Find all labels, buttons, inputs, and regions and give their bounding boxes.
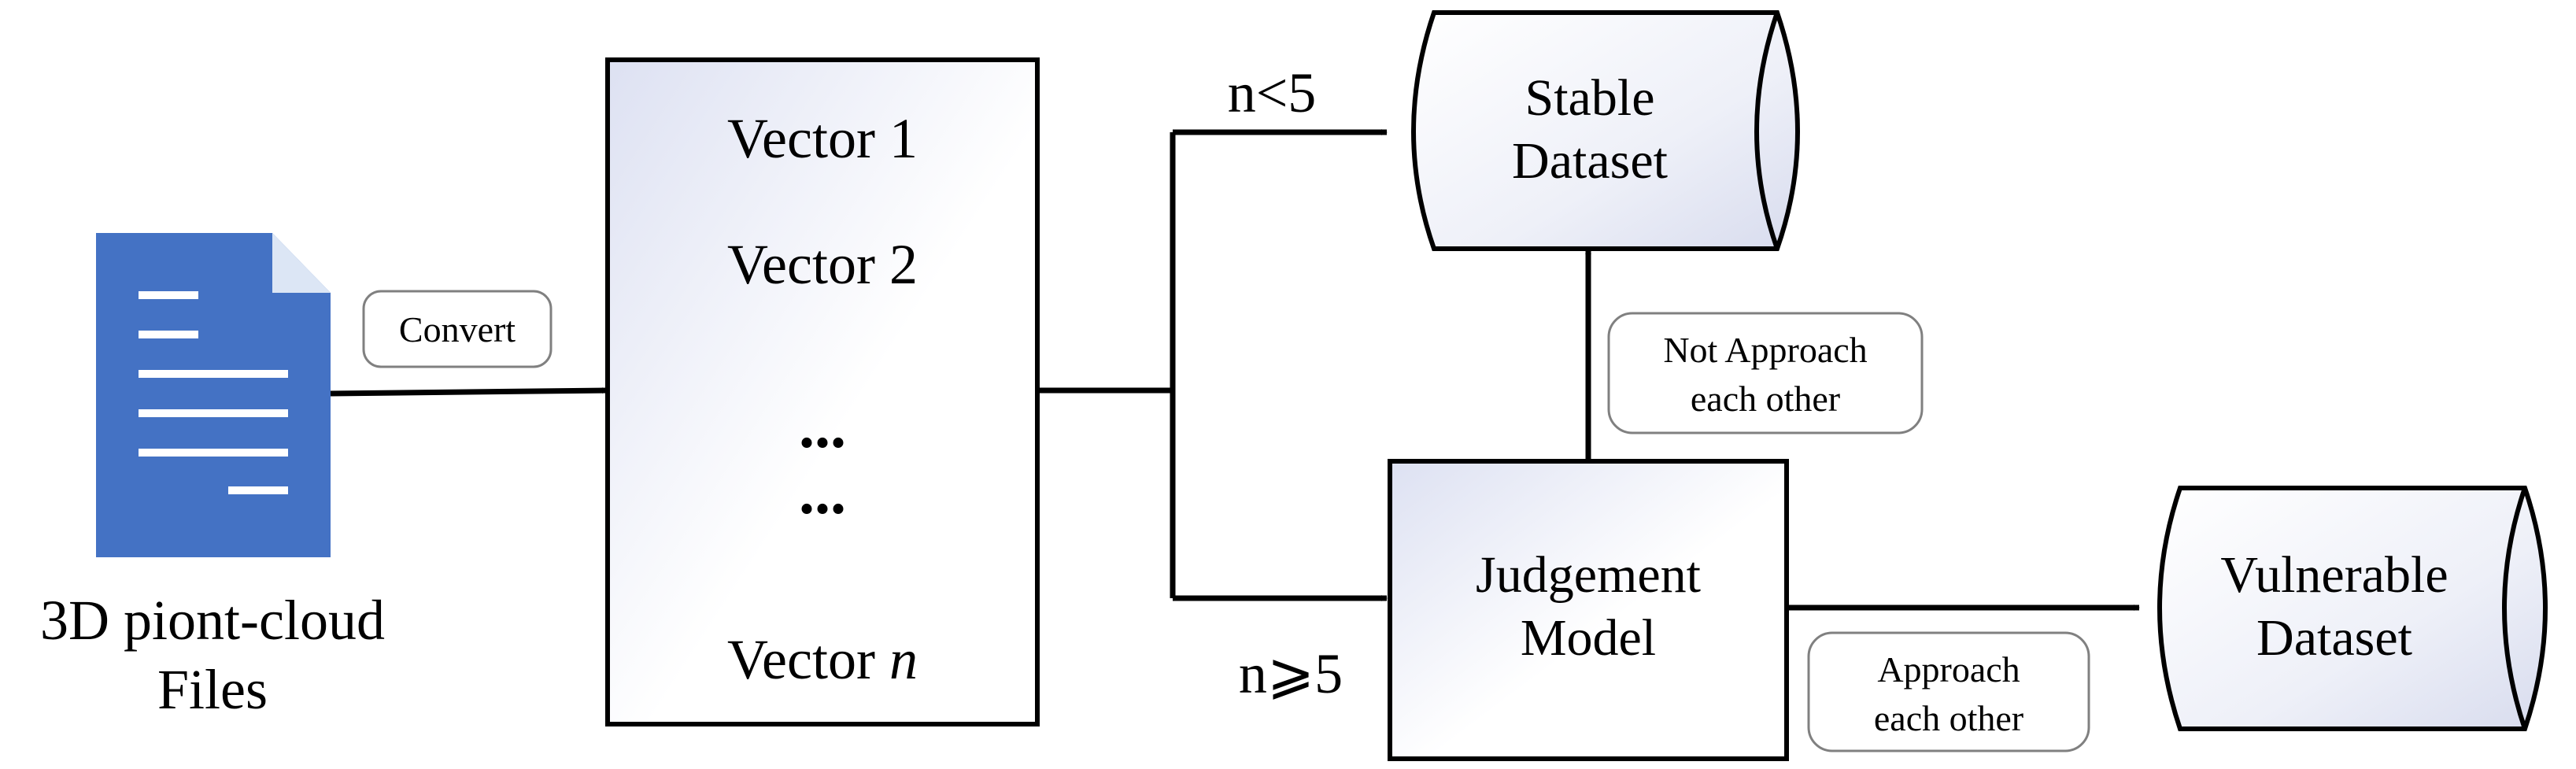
- file-label-line2: Files: [157, 658, 268, 721]
- document-icon: [96, 233, 331, 557]
- stable-dataset-line1: Stable: [1525, 69, 1655, 127]
- stable-dataset-line2: Dataset: [1512, 132, 1668, 190]
- not-approach-line2: each other: [1691, 379, 1840, 419]
- convert-tag: Convert: [362, 290, 553, 368]
- approach-tag: Approach each other: [1807, 631, 2090, 752]
- stable-dataset-cylinder: [1411, 10, 1800, 251]
- vulnerable-dataset-cylinder: [2157, 486, 2548, 731]
- vector-2-label: Vector 2: [727, 233, 918, 296]
- vector-n-prefix: Vector: [727, 628, 889, 691]
- vector-n-variable: n: [889, 628, 918, 691]
- branch-upper-label: n<5: [1228, 61, 1317, 124]
- ellipsis-1: ...: [799, 392, 846, 461]
- convert-label: Convert: [399, 309, 516, 349]
- judgement-model-line1: Judgement: [1476, 546, 1701, 604]
- not-approach-tag: Not Approach each other: [1607, 312, 1924, 434]
- vulnerable-dataset-line1: Vulnerable: [2220, 546, 2448, 604]
- approach-line1: Approach: [1877, 649, 2020, 690]
- branch-lower-label: n⩾5: [1239, 642, 1343, 705]
- ellipsis-2: ...: [799, 458, 846, 527]
- approach-line2: each other: [1874, 698, 2023, 738]
- convert-arrow: [330, 387, 608, 397]
- vectors-box: [605, 57, 1040, 726]
- vector-1-label: Vector 1: [727, 107, 918, 170]
- judgement-model-box: [1388, 459, 1789, 761]
- not-approach-line1: Not Approach: [1663, 330, 1867, 370]
- judgement-model-line2: Model: [1521, 609, 1656, 667]
- file-label-line1: 3D piont-cloud: [40, 589, 385, 652]
- vector-n-label: Vector n: [727, 628, 918, 691]
- vulnerable-dataset-line2: Dataset: [2256, 609, 2412, 667]
- branch-connector: [1037, 129, 1388, 601]
